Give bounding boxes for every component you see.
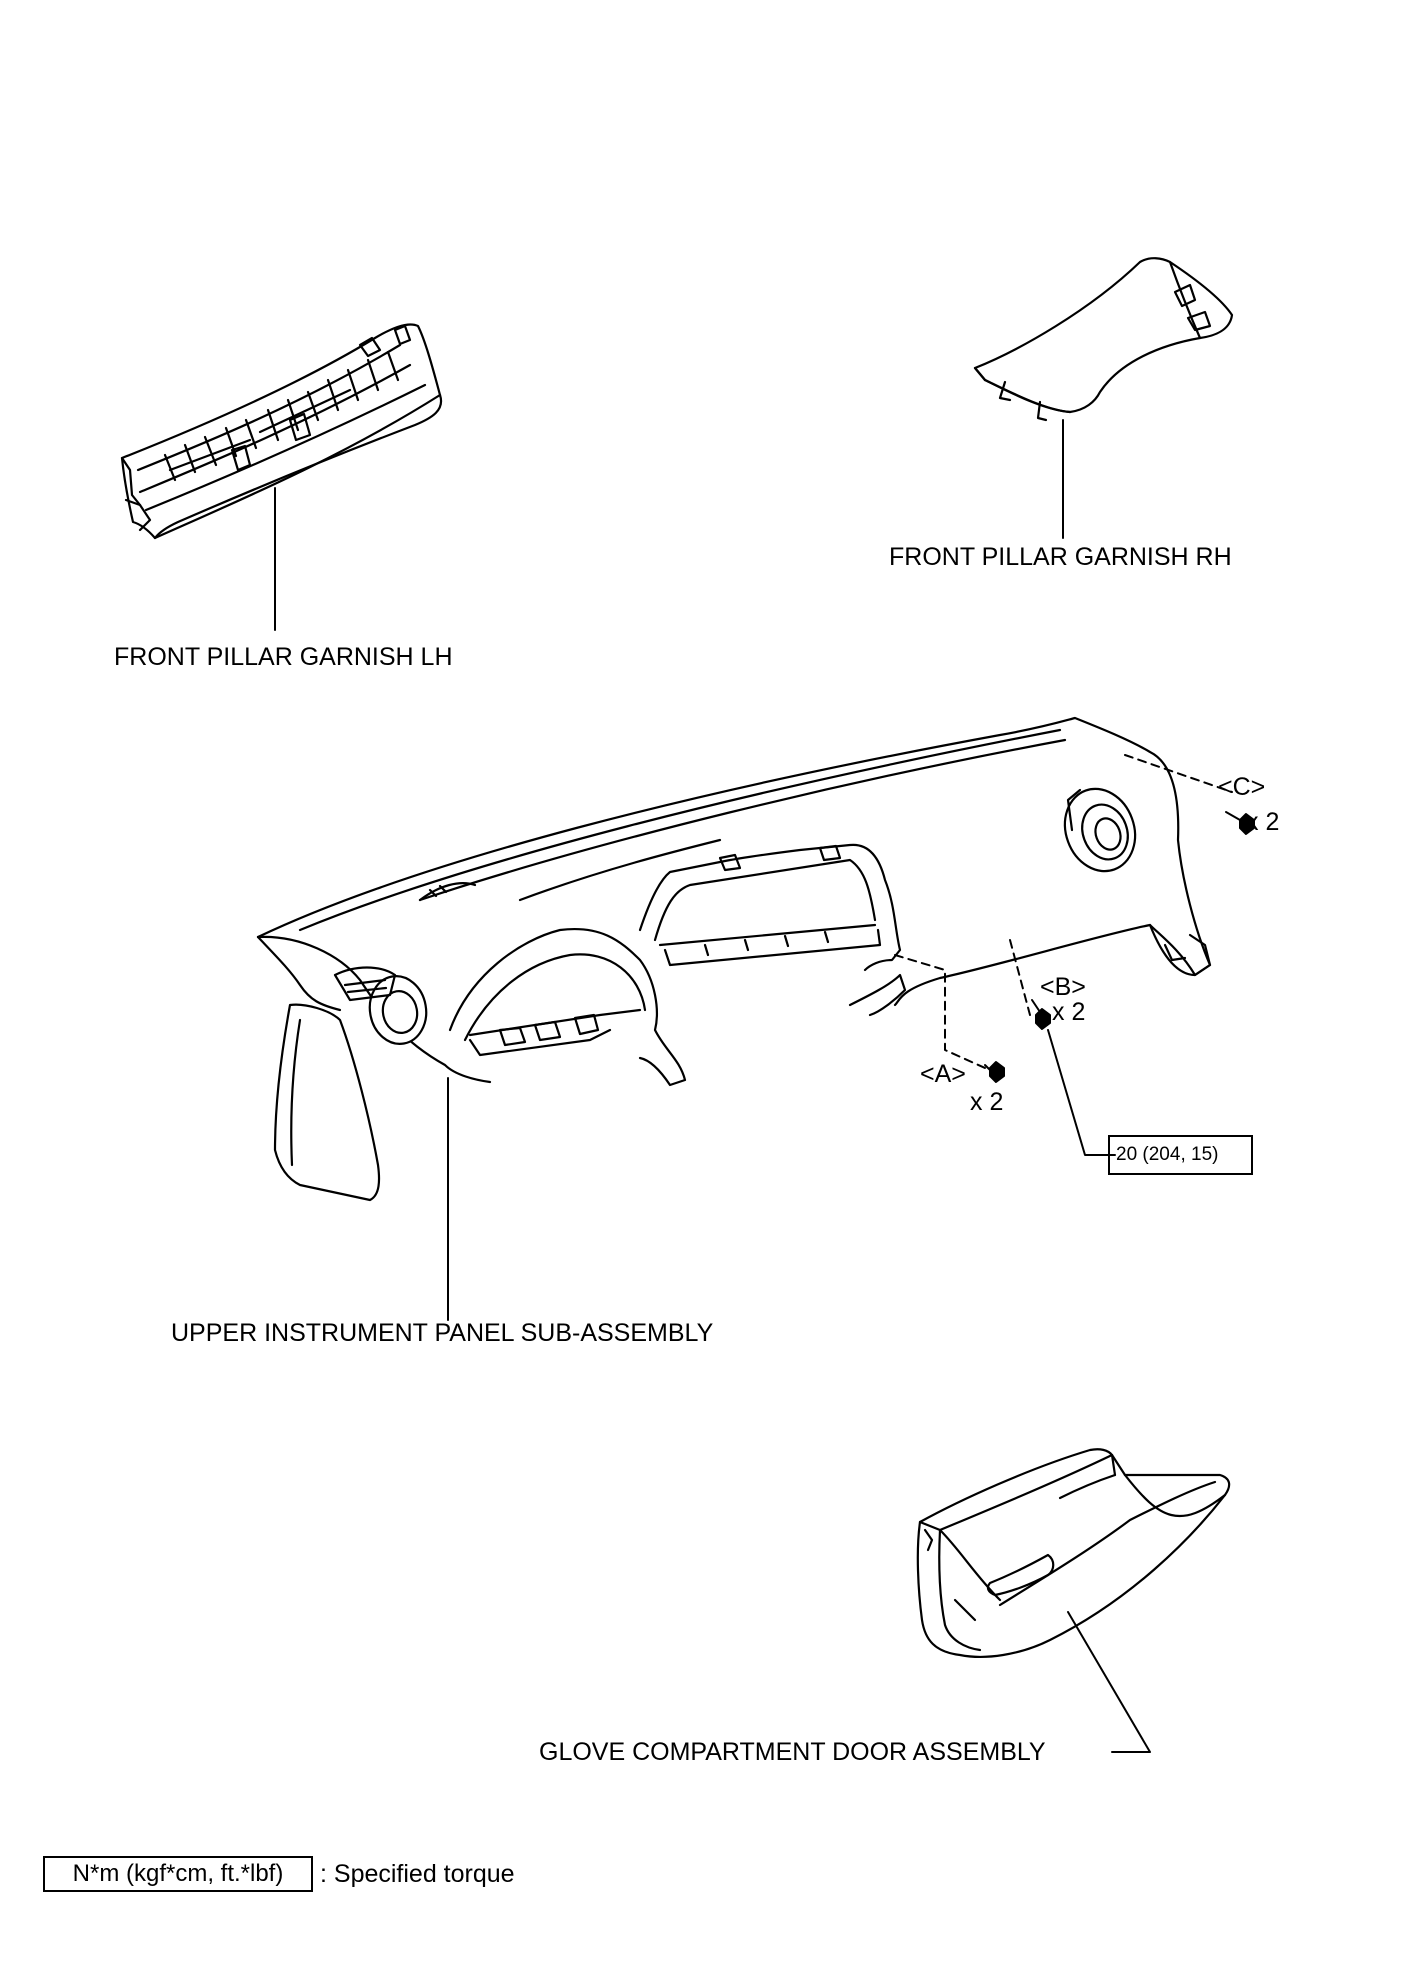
fastener-a-label: <A> (920, 1060, 966, 1088)
torque-spec-box: 20 (204, 15) (1108, 1135, 1253, 1175)
label-front-pillar-garnish-lh: FRONT PILLAR GARNISH LH (114, 643, 453, 671)
glove-compartment-door-drawing (916, 1448, 1231, 1658)
fastener-dashed-lines (894, 754, 1233, 1069)
fastener-a-qty: x 2 (970, 1088, 1004, 1116)
label-upper-instrument-panel: UPPER INSTRUMENT PANEL SUB-ASSEMBLY (171, 1319, 714, 1347)
front-pillar-garnish-rh-drawing (973, 257, 1234, 422)
bolt-icon-c (1225, 811, 1255, 835)
label-front-pillar-garnish-rh: FRONT PILLAR GARNISH RH (889, 543, 1232, 571)
leader-line-torque (1047, 1029, 1116, 1156)
fastener-c-label: <C> (1218, 773, 1266, 801)
leader-line-glove (1067, 1611, 1151, 1753)
label-glove-compartment-door: GLOVE COMPARTMENT DOOR ASSEMBLY (539, 1738, 1046, 1766)
fastener-b-label: <B> (1040, 973, 1086, 1001)
fastener-b-qty: x 2 (1052, 998, 1086, 1026)
torque-unit-legend-box: N*m (kgf*cm, ft.*lbf) (43, 1856, 313, 1892)
front-pillar-garnish-lh-drawing (120, 323, 443, 540)
bolt-icon-a (984, 1061, 1005, 1083)
bolt-icon-b (1031, 999, 1051, 1030)
torque-legend-description: : Specified torque (320, 1860, 515, 1888)
fastener-c-qty: x 2 (1246, 808, 1280, 836)
upper-instrument-panel-drawing (256, 716, 1212, 1202)
